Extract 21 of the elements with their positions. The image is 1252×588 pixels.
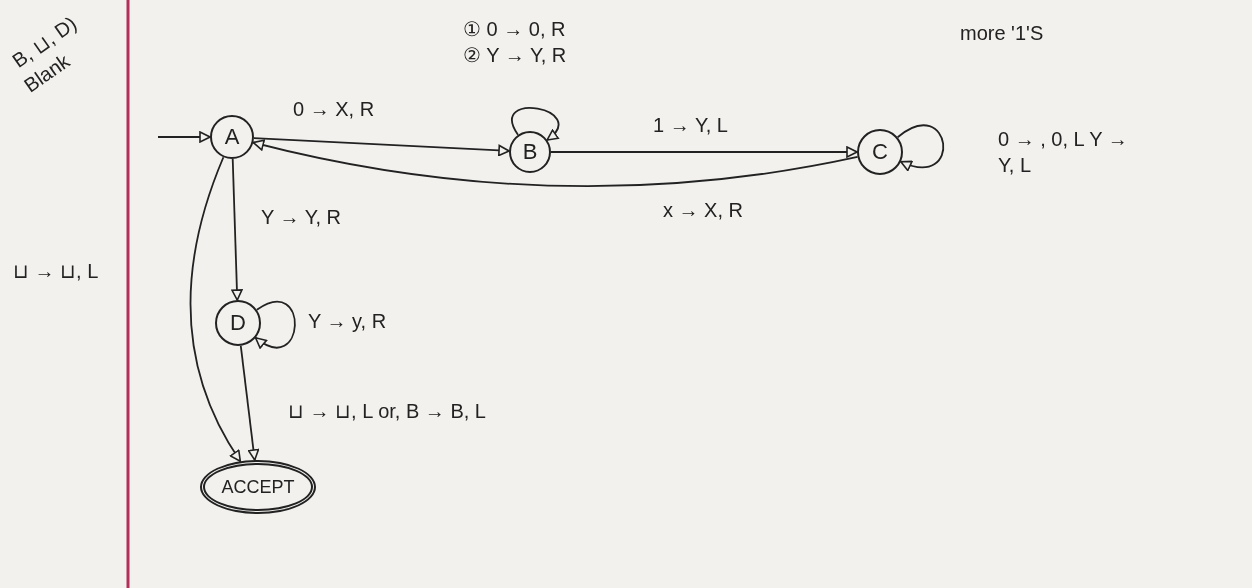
transition-arrow — [550, 146, 858, 158]
state-circle — [210, 115, 254, 159]
accept-state-double-circle — [200, 460, 316, 514]
transition-arrow — [239, 344, 260, 461]
transition-arrow — [253, 137, 510, 157]
self-loop-arrow — [896, 124, 945, 171]
self-loop-arrow — [254, 300, 296, 349]
state-name: B — [522, 139, 538, 165]
note-text: more '1'S — [960, 22, 1044, 45]
transition-arrow — [157, 131, 211, 143]
transition-arrow — [252, 139, 859, 187]
transition-arrow — [231, 158, 243, 301]
state-circle — [857, 129, 903, 175]
state-circle — [215, 300, 261, 346]
state-circle — [509, 131, 551, 173]
state-name: A — [224, 124, 240, 150]
state-name: C — [872, 139, 888, 165]
state-name: D — [230, 310, 246, 336]
state-name: ACCEPT — [221, 476, 295, 498]
transition-arrow — [189, 156, 242, 463]
self-loop-arrow — [511, 107, 560, 141]
